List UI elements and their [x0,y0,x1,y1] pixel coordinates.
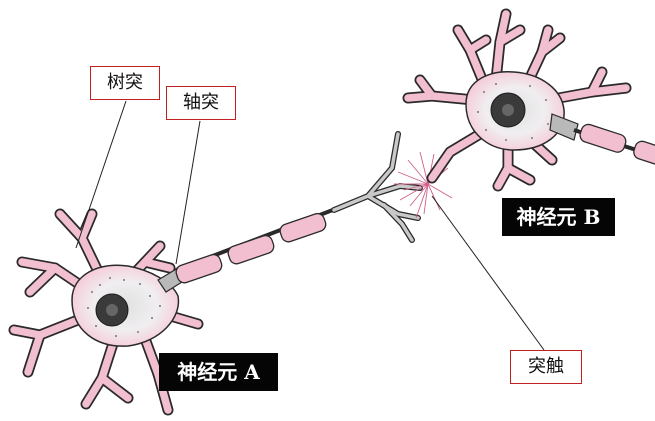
myelin-segment [579,123,627,153]
axon-leader-line [175,120,201,265]
neuron-a-axon-terminals [331,131,423,243]
axon-label: 轴突 [166,86,236,120]
neuron-b-axon [573,123,655,168]
dendrite-leader-line [75,100,127,249]
myelin-segment [227,234,275,265]
neuron-a-axon [175,206,339,284]
myelin-segment [175,253,223,284]
neuron-a-label: 神经元 A [159,353,278,391]
dendrite-label: 树突 [90,66,160,100]
synapse-label: 突触 [510,350,582,384]
myelin-segment [633,140,655,168]
neuron-b-dendrites [402,8,632,192]
myelin-segment [279,212,327,243]
leader-lines [75,100,545,351]
neuron-b-stipple [477,83,549,141]
neuron-b-nucleolus [502,104,514,116]
neuron-a-nucleolus [106,304,118,316]
neuron-a-stipple [87,277,161,337]
neuron-b-axon-hillock [549,113,579,141]
synapse-leader-line [431,195,545,351]
neuron-b-label: 神经元 B [502,198,615,236]
